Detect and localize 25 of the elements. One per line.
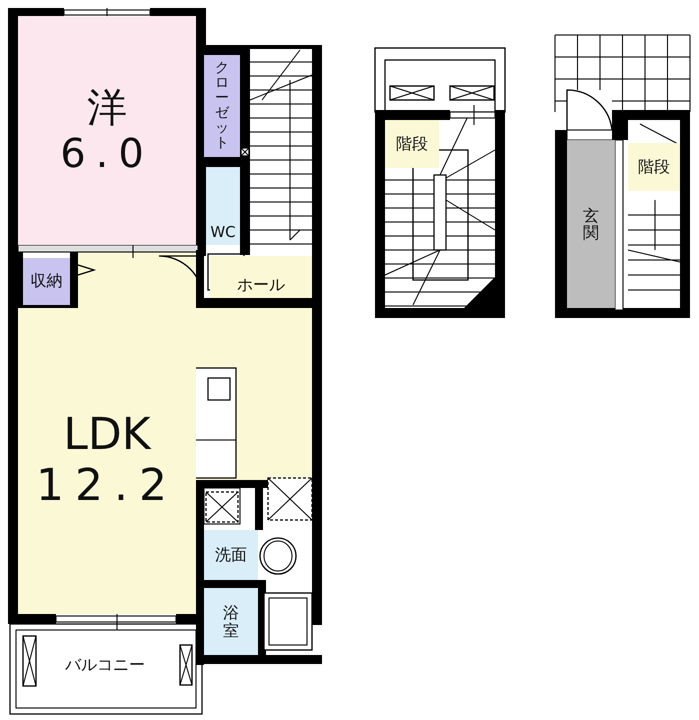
room [567, 140, 615, 308]
room [210, 256, 312, 298]
room-label: 洗面 [215, 546, 247, 564]
room-label: クローゼット [214, 60, 230, 152]
room-label: 階段 [396, 134, 428, 154]
room-label: 浴室 [222, 604, 240, 639]
area-label: 6.0 [60, 130, 154, 176]
room-label: WC [210, 224, 236, 241]
room-label: バルコニー [65, 656, 145, 674]
room [385, 120, 439, 168]
room [18, 16, 196, 245]
room-label: 階段 [638, 158, 670, 176]
room-label: ホール [237, 276, 285, 294]
room-label: LDK [63, 410, 151, 461]
room [204, 55, 240, 157]
room-label: 玄関 [582, 206, 600, 242]
room [206, 167, 240, 245]
room [18, 308, 196, 614]
room [204, 530, 258, 580]
room [628, 143, 680, 191]
room-label: 収納 [30, 272, 62, 291]
room [204, 588, 258, 655]
room [23, 258, 70, 305]
area-label: 12.2 [36, 461, 178, 512]
room-label: 洋 [87, 84, 127, 130]
